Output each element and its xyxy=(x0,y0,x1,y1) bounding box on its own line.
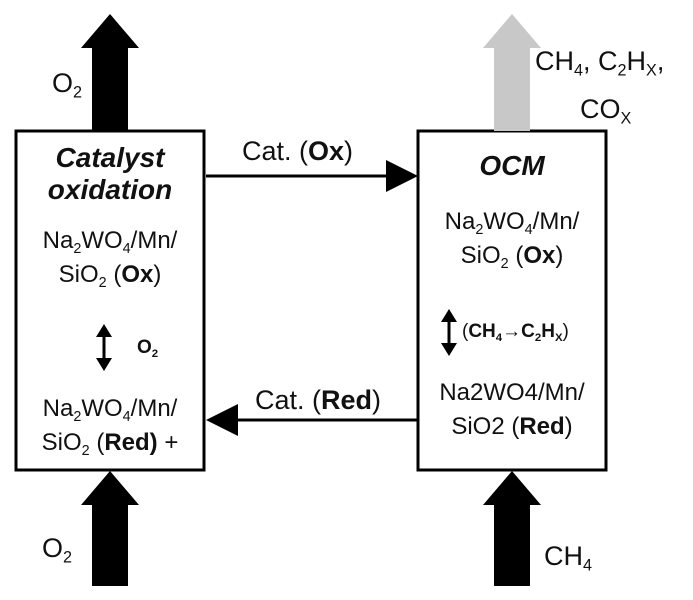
left-double-arrow-icon xyxy=(96,324,112,371)
o2-in-arrow xyxy=(81,471,139,586)
right-reaction-label: (CH4→C2HX) xyxy=(462,321,569,344)
o2-bottom-label: O2 xyxy=(42,533,73,567)
right-double-arrow-icon xyxy=(441,309,457,356)
left-formula-bottom: Na2WO4/Mn/ SiO2 (Red) + xyxy=(41,395,179,459)
cat-red-arrow-head xyxy=(206,404,238,436)
left-formula-top: Na2WO4/Mn/ SiO2 (Ox) xyxy=(42,227,178,291)
right-formula-top: Na2WO4/Mn/ SiO2 (Ox) xyxy=(444,208,580,272)
o2-out-arrow xyxy=(81,14,139,131)
cat-red-label: Cat. (Red) xyxy=(255,385,382,415)
ch4-in-arrow xyxy=(483,471,541,586)
left-o2-label: O2 xyxy=(137,337,159,360)
catalyst-oxidation-title: Catalyst oxidation xyxy=(47,142,173,206)
right-formula-bottom: Na2WO4/Mn/ SiO2 (Red) xyxy=(439,379,585,440)
cat-ox-label: Cat. (Ox) xyxy=(242,136,354,166)
cat-ox-arrow-head xyxy=(386,160,418,192)
ocm-title: OCM xyxy=(479,150,545,181)
products-label-line2: COX xyxy=(580,94,632,128)
o2-top-label: O2 xyxy=(52,68,83,102)
products-label-line1: CH4, C2HX, xyxy=(535,46,665,80)
ch4-in-label: CH4 xyxy=(544,541,593,575)
products-out-arrow xyxy=(483,14,541,131)
